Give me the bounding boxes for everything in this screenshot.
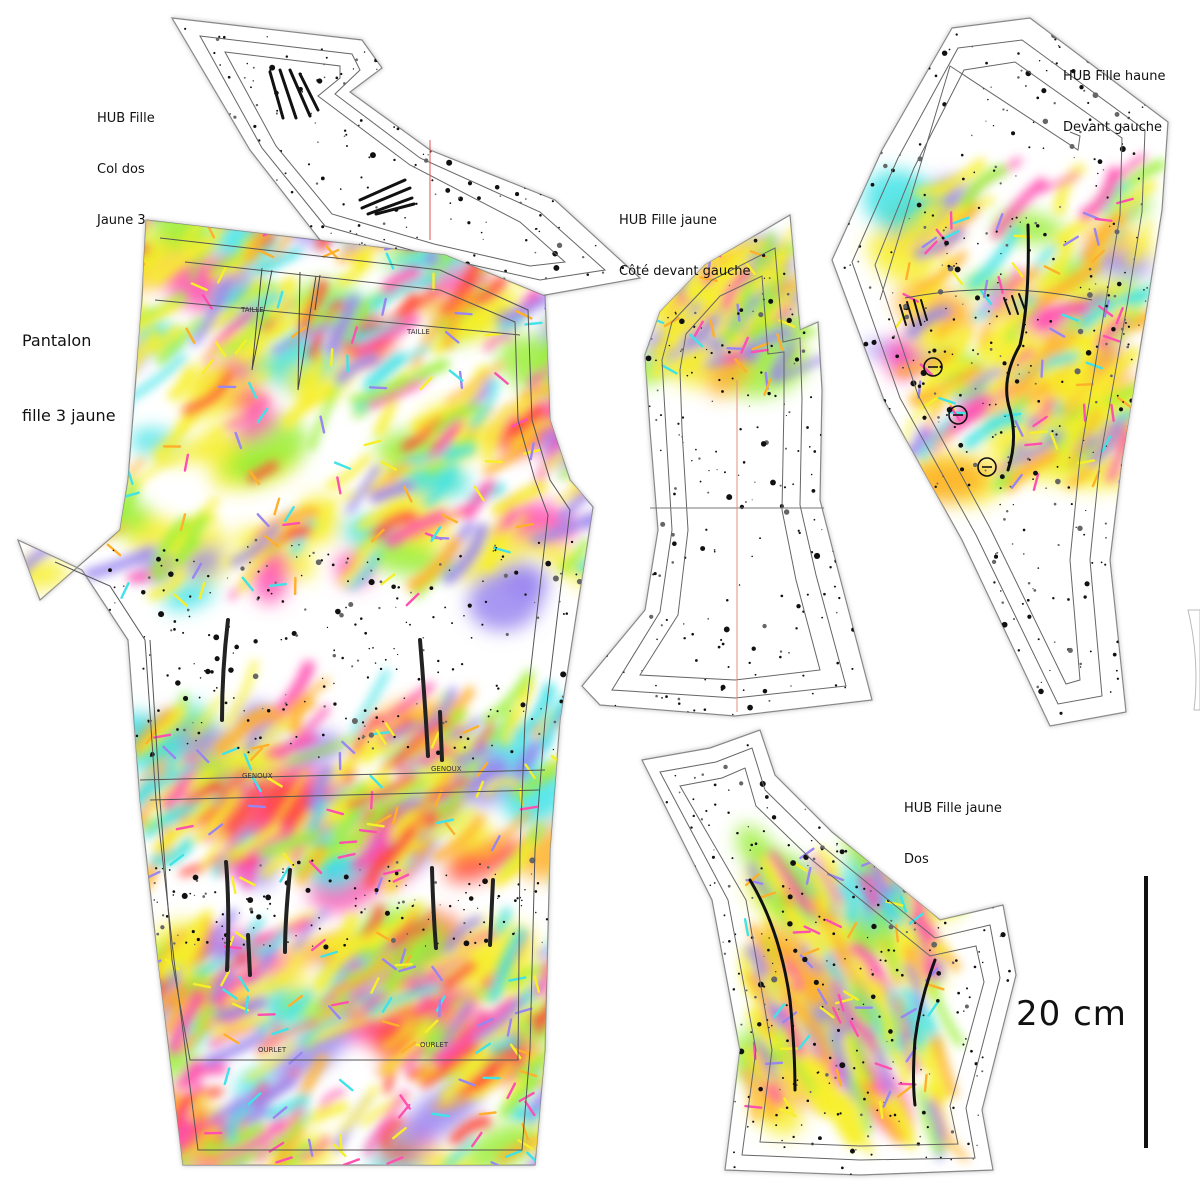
scale-bar [1144, 876, 1148, 1148]
mark-ourlet-right: OURLET [420, 1041, 449, 1049]
label-dos: HUB Fille jaune Dos [904, 766, 1002, 885]
mark-taille-left: TAILLE [240, 306, 264, 314]
label-line: Devant gauche [1063, 120, 1162, 135]
label-line: Côté devant gauche [619, 264, 751, 279]
label-line: HUB Fille [97, 111, 155, 126]
mark-genoux-left: GENOUX [242, 772, 273, 780]
label-line: HUB Fille jaune [619, 213, 717, 228]
cropped-piece-edge [1187, 609, 1200, 711]
label-line: HUB Fille haune [1063, 69, 1166, 84]
scale-label: 20 cm [1016, 994, 1127, 1034]
button-mark-icon [923, 357, 997, 477]
label-line: HUB Fille jaune [904, 801, 1002, 816]
label-line: Dos [904, 852, 929, 867]
label-devant-gauche: HUB Fille haune Devant gauche [1063, 34, 1166, 153]
label-line: Col dos [97, 162, 145, 177]
piece-devant-gauche [831, 17, 1169, 727]
mark-taille-right: TAILLE [406, 328, 430, 336]
label-line: Pantalon [22, 331, 92, 350]
label-line: fille 3 jaune [22, 406, 116, 425]
piece-dos [641, 729, 1017, 1176]
label-cote-devant-gauche: HUB Fille jaune Côté devant gauche [619, 178, 750, 297]
mark-genoux-right: GENOUX [431, 765, 462, 773]
label-pantalon: Pantalon fille 3 jaune [22, 278, 116, 453]
label-col-dos: HUB Fille Col dos Jaune 3 [97, 76, 155, 246]
mark-ourlet-left: OURLET [258, 1046, 287, 1054]
grain-hatch-icon [268, 68, 416, 216]
label-line: Jaune 3 [97, 213, 146, 228]
